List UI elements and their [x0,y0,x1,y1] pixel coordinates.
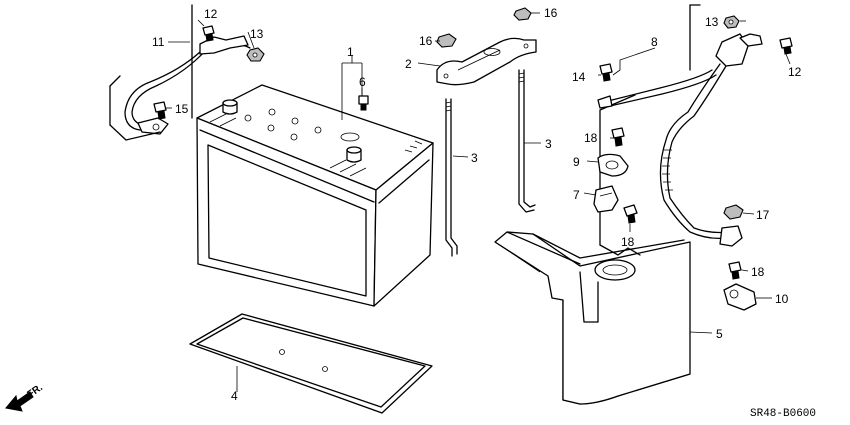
bolt-12-left [202,25,215,42]
battery-box [494,231,691,405]
nut-13-left [246,47,265,62]
positive-cable-8 [597,4,763,256]
callout-4: 4 [231,389,238,403]
stay-7 [593,185,619,213]
leader-lines [166,12,791,392]
drawing-code: SR48-B0600 [750,408,816,420]
callout-6: 6 [359,75,366,89]
callout-1: 1 [347,45,354,59]
callout-7: 7 [573,188,580,202]
bolt-18-middle [623,204,638,224]
nut-16-left [436,33,457,48]
clamp-9 [597,153,629,177]
bolt-18-lower [728,261,742,280]
callout-16-left: 16 [419,34,433,48]
callout-11: 11 [152,35,165,49]
callout-12-right: 12 [788,65,802,79]
battery [196,84,434,307]
callout-5: 5 [716,327,723,341]
front-arrow-icon: FR. [5,382,45,412]
bolt-12-right [779,37,793,55]
callout-16-right: 16 [544,6,558,20]
callout-18-middle: 18 [621,235,635,249]
bolt-14 [599,63,613,82]
callout-3-left: 3 [471,151,478,165]
nut-16-right [513,7,532,21]
battery-tray [189,313,433,414]
callout-14: 14 [572,70,586,84]
hold-down-bracket [436,37,537,86]
callout-12-left: 12 [204,7,218,21]
callout-17: 17 [756,208,770,222]
bolt-6 [358,95,369,111]
callouts: 1 2 3 3 4 5 6 7 8 9 10 11 12 12 13 13 14… [152,6,802,403]
hold-down-bolt-left [445,98,458,257]
callout-18-upper: 18 [584,131,598,145]
nut-17 [723,204,744,220]
terminal-10 [723,283,757,311]
callout-10: 10 [775,292,789,306]
callout-13-left: 13 [250,27,264,41]
callout-18-lower: 18 [751,265,765,279]
callout-2: 2 [405,57,412,71]
nut-13-right [723,15,740,29]
callout-13-right: 13 [705,15,719,29]
hold-down-bolt-right [518,69,536,213]
callout-9: 9 [573,155,580,169]
callout-3-right: 3 [545,137,552,151]
callout-8: 8 [651,35,658,49]
bolt-15 [153,101,167,120]
bolt-18-upper [611,127,625,147]
callout-15: 15 [175,102,189,116]
